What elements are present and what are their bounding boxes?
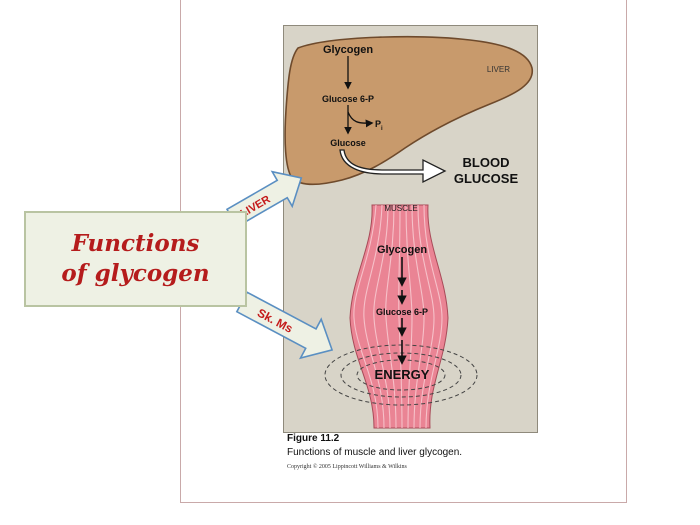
figure-number: Figure 11.2 [287,433,340,444]
functions-title-line1: Functions [71,230,200,257]
energy-label: ENERGY [375,367,430,382]
liver-glucose-label: Glucose [330,138,366,148]
blood-label: BLOOD [463,155,510,170]
muscle-shape [349,204,449,429]
copyright-notice: Copyright © 2005 Lippincott Williams & W… [287,464,407,470]
functions-box: Functions of glycogen [24,211,247,307]
pi-arrow [347,111,374,128]
liver-shape [284,35,533,186]
pi-label: Pi [375,119,383,132]
figure-caption: Functions of muscle and liver glycogen. [287,447,463,458]
functions-title-line2: of glycogen [61,260,210,287]
functions-title: Functions of glycogen [61,229,209,289]
muscle-region-label: MUSCLE [384,204,417,213]
blood-glucose-arrow [339,149,447,184]
liver-glucose6p-label: Glucose 6-P [322,94,374,104]
liver-region-label: LIVER [487,65,510,74]
muscle-glucose6p-label: Glucose 6-P [376,307,428,317]
glucose-label: GLUCOSE [454,171,519,186]
muscle-glycogen-label: Glycogen [377,244,427,256]
liver-glycogen-label: Glycogen [323,44,373,56]
muscle-pointer-arrow: Sk. Ms [235,291,334,360]
